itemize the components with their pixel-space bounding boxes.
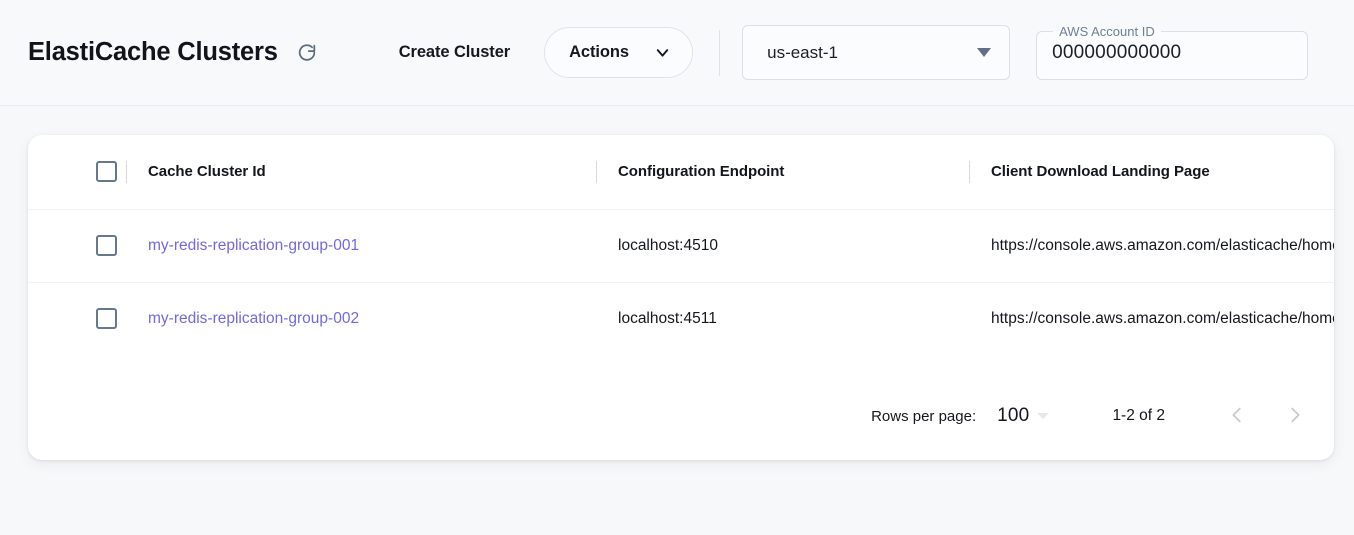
table-header-row: Cache Cluster Id Configuration Endpoint …: [28, 135, 1334, 209]
aws-account-id-field[interactable]: AWS Account ID 000000000000: [1036, 25, 1309, 80]
cell-cache-cluster-id: my-redis-replication-group-002: [126, 281, 596, 355]
chevron-left-icon: [1226, 404, 1248, 429]
select-all-header: [28, 135, 126, 209]
row-select-cell: [28, 281, 126, 355]
cluster-link[interactable]: my-redis-replication-group-001: [148, 236, 360, 254]
create-cluster-button[interactable]: Create Cluster: [398, 43, 511, 61]
select-all-checkbox[interactable]: [96, 161, 117, 183]
cell-configuration-endpoint: localhost:4511: [596, 281, 969, 355]
table-row[interactable]: my-redis-replication-group-002 localhost…: [28, 281, 1334, 355]
header-divider: [719, 29, 721, 76]
row-select-cell: [28, 208, 126, 282]
column-header-configuration-endpoint[interactable]: Configuration Endpoint: [596, 135, 969, 209]
region-select-value: us-east-1: [767, 42, 838, 62]
row-checkbox[interactable]: [96, 235, 117, 256]
column-header-label: Cache Cluster Id: [148, 163, 266, 181]
chevron-down-icon: [1037, 413, 1050, 419]
actions-button[interactable]: Actions: [544, 27, 694, 78]
triangle-down-icon: [977, 48, 992, 57]
column-divider: [126, 160, 127, 183]
region-select[interactable]: us-east-1: [742, 25, 1011, 80]
rows-per-page-value: 100: [997, 405, 1030, 426]
table-header: Cache Cluster Id Configuration Endpoint …: [28, 135, 1334, 209]
page-title: ElastiCache Clusters: [28, 38, 278, 66]
cell-client-download-landing-page: https://console.aws.amazon.com/elasticac…: [969, 281, 1334, 355]
chevron-right-icon: [1284, 404, 1306, 429]
cell-cache-cluster-id: my-redis-replication-group-001: [126, 208, 596, 282]
column-header-label: Client Download Landing Page: [991, 163, 1210, 181]
pagination-range: 1-2 of 2: [1112, 407, 1165, 424]
previous-page-button[interactable]: [1220, 399, 1254, 433]
column-divider: [969, 160, 970, 183]
refresh-icon[interactable]: [292, 38, 322, 68]
clusters-card: Cache Cluster Id Configuration Endpoint …: [28, 135, 1334, 460]
next-page-button[interactable]: [1278, 399, 1312, 433]
cell-client-download-landing-page: https://console.aws.amazon.com/elasticac…: [969, 208, 1334, 282]
page-body: Cache Cluster Id Configuration Endpoint …: [0, 106, 1354, 460]
rows-per-page-label: Rows per page:: [871, 407, 977, 425]
table-body: my-redis-replication-group-001 localhost…: [28, 208, 1334, 355]
column-header-client-download-landing-page[interactable]: Client Download Landing Page: [969, 135, 1334, 209]
rows-per-page-select[interactable]: 100: [997, 405, 1050, 427]
column-header-cache-cluster-id[interactable]: Cache Cluster Id: [126, 135, 596, 209]
column-header-label: Configuration Endpoint: [618, 163, 785, 181]
aws-account-id-value: 000000000000: [1052, 41, 1182, 63]
pagination: Rows per page: 100 1-2 of 2: [871, 372, 1312, 460]
cluster-link[interactable]: my-redis-replication-group-002: [148, 309, 360, 327]
cell-configuration-endpoint: localhost:4510: [596, 208, 969, 282]
app-header: ElastiCache Clusters Create Cluster Acti…: [0, 0, 1354, 106]
actions-button-label: Actions: [569, 43, 629, 61]
row-checkbox[interactable]: [96, 308, 117, 330]
clusters-table: Cache Cluster Id Configuration Endpoint …: [28, 135, 1334, 355]
chevron-down-icon: [653, 43, 672, 62]
column-divider: [596, 160, 597, 183]
table-row[interactable]: my-redis-replication-group-001 localhost…: [28, 208, 1334, 282]
